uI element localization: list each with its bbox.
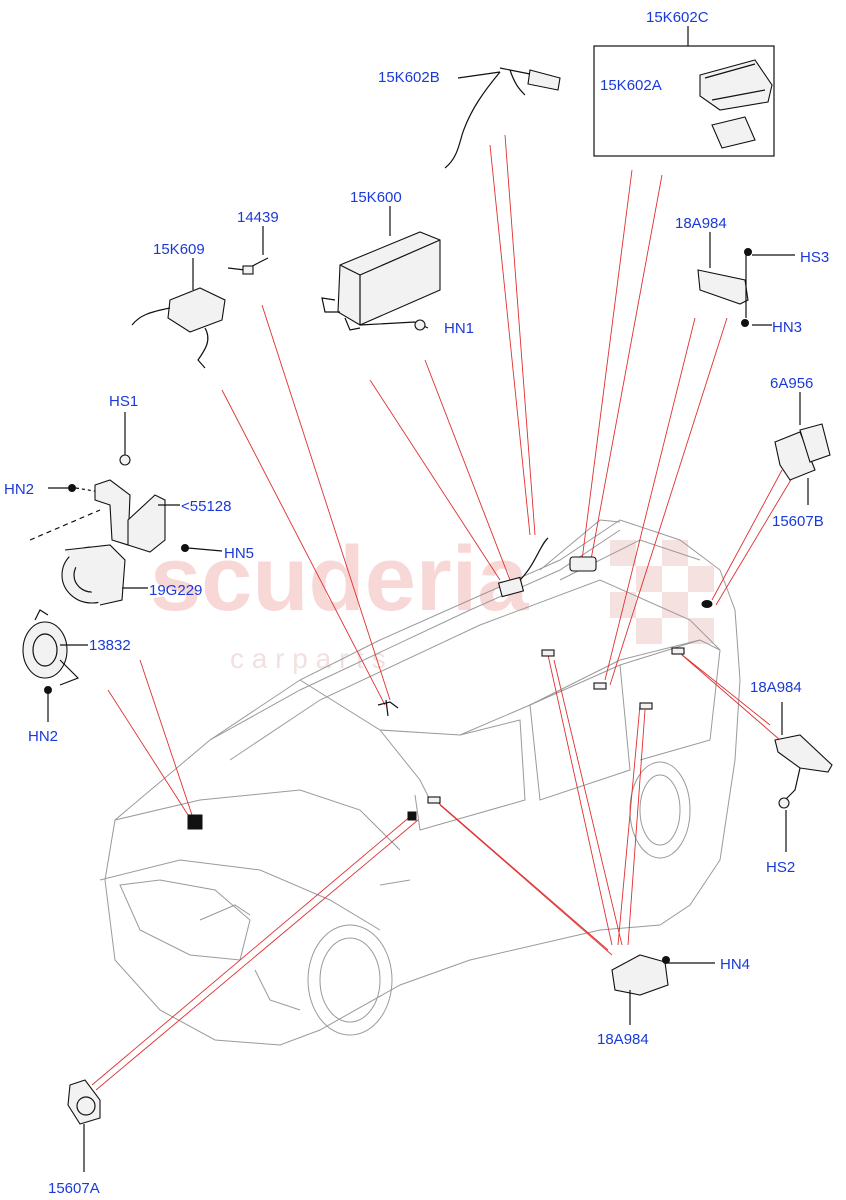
module-15K600	[337, 231, 441, 326]
label-15K602C: 15K602C	[646, 9, 709, 26]
bolt-HN1	[414, 319, 426, 331]
nut-HN4	[662, 956, 670, 964]
label-15607A: 15607A	[48, 1180, 100, 1197]
bracket-on-vehicle-front	[427, 796, 441, 804]
part-15607A	[67, 1079, 101, 1172]
label-HS2: HS2	[766, 859, 795, 876]
label-HS3: HS3	[800, 249, 829, 266]
nut-HN2-lower	[44, 686, 52, 694]
module-15K609	[167, 287, 226, 333]
label-HN4: HN4	[720, 956, 750, 973]
antenna-cable-on-vehicle	[519, 537, 549, 581]
label-15K602A: 15K602A	[600, 77, 662, 94]
label-HN2-lower: HN2	[28, 728, 58, 745]
part-14439	[227, 226, 269, 275]
callout-box-15K602C	[593, 45, 775, 157]
bracket-18A984-right	[774, 734, 833, 773]
part-labels: 15K602C 15K602A 15K602B 15K600 14439 15K…	[4, 9, 829, 1197]
vehicle-mounted-parts	[187, 537, 713, 830]
label-HN1: HN1	[444, 320, 474, 337]
bracket-55128	[127, 494, 166, 553]
label-19G229: 19G229	[149, 582, 202, 599]
horn-13832	[22, 621, 68, 679]
bracket-on-vehicle-rear	[671, 647, 685, 655]
bracket-18A984-top	[697, 269, 749, 305]
label-18A984-right: 18A984	[750, 679, 802, 696]
label-HN5: HN5	[224, 545, 254, 562]
part-15K600	[321, 206, 441, 331]
label-6A956: 6A956	[770, 375, 813, 392]
module-on-vehicle-windscreen	[377, 699, 399, 717]
bracket-on-vehicle-pillar	[639, 702, 653, 710]
nut-HN5	[181, 544, 189, 552]
label-18A984-top: 18A984	[675, 215, 727, 232]
part-bracket-assembly-left	[29, 412, 223, 606]
label-15K609: 15K609	[153, 241, 205, 258]
module-15K602A	[699, 59, 773, 111]
pad-15K602C	[711, 116, 756, 149]
antenna-15K602B	[527, 69, 561, 91]
label-HN2-upper: HN2	[4, 481, 34, 498]
antenna-cable-15K602B	[444, 71, 501, 169]
pad-6A956	[799, 423, 831, 463]
part-18A984-top	[697, 232, 795, 327]
label-HS1: HS1	[109, 393, 138, 410]
watermark-subtext: c a r p a r t s	[230, 643, 386, 674]
control-module-on-vehicle	[497, 576, 525, 598]
screw-HS1	[119, 454, 131, 466]
bracket-18A984-bottom	[611, 954, 669, 996]
bracket-on-vehicle-mid	[593, 682, 607, 690]
sensor-15607A	[67, 1079, 101, 1125]
label-HN3: HN3	[772, 319, 802, 336]
part-6A956-15607B	[774, 392, 831, 505]
bracket-on-vehicle-roof	[541, 649, 555, 657]
leader-lines	[91, 134, 793, 1091]
part-18A984-right	[774, 702, 833, 852]
label-15K600: 15K600	[350, 189, 402, 206]
horn-on-vehicle	[187, 814, 203, 830]
part-15K602C	[593, 26, 775, 157]
nut-HN3	[741, 319, 749, 327]
label-13832: 13832	[89, 637, 131, 654]
part-13832-horn	[22, 609, 88, 722]
antenna-unit-on-vehicle	[569, 556, 597, 572]
sensor-on-vehicle-front	[407, 811, 417, 821]
label-55128: <55128	[181, 498, 231, 515]
sensor-on-vehicle-rear	[701, 600, 713, 608]
screw-HS3	[744, 248, 752, 256]
label-15K602B: 15K602B	[378, 69, 440, 86]
part-15K609	[131, 258, 226, 369]
part-15K602B	[444, 67, 561, 169]
part-18A984-bottom	[611, 954, 715, 1025]
label-18A984-bottom: 18A984	[597, 1031, 649, 1048]
label-14439: 14439	[237, 209, 279, 226]
nut-HN2-upper	[68, 484, 76, 492]
sensor-15607B	[774, 431, 816, 481]
screw-HS2	[778, 797, 790, 809]
label-15607B: 15607B	[772, 513, 824, 530]
bracket-left	[94, 479, 131, 546]
